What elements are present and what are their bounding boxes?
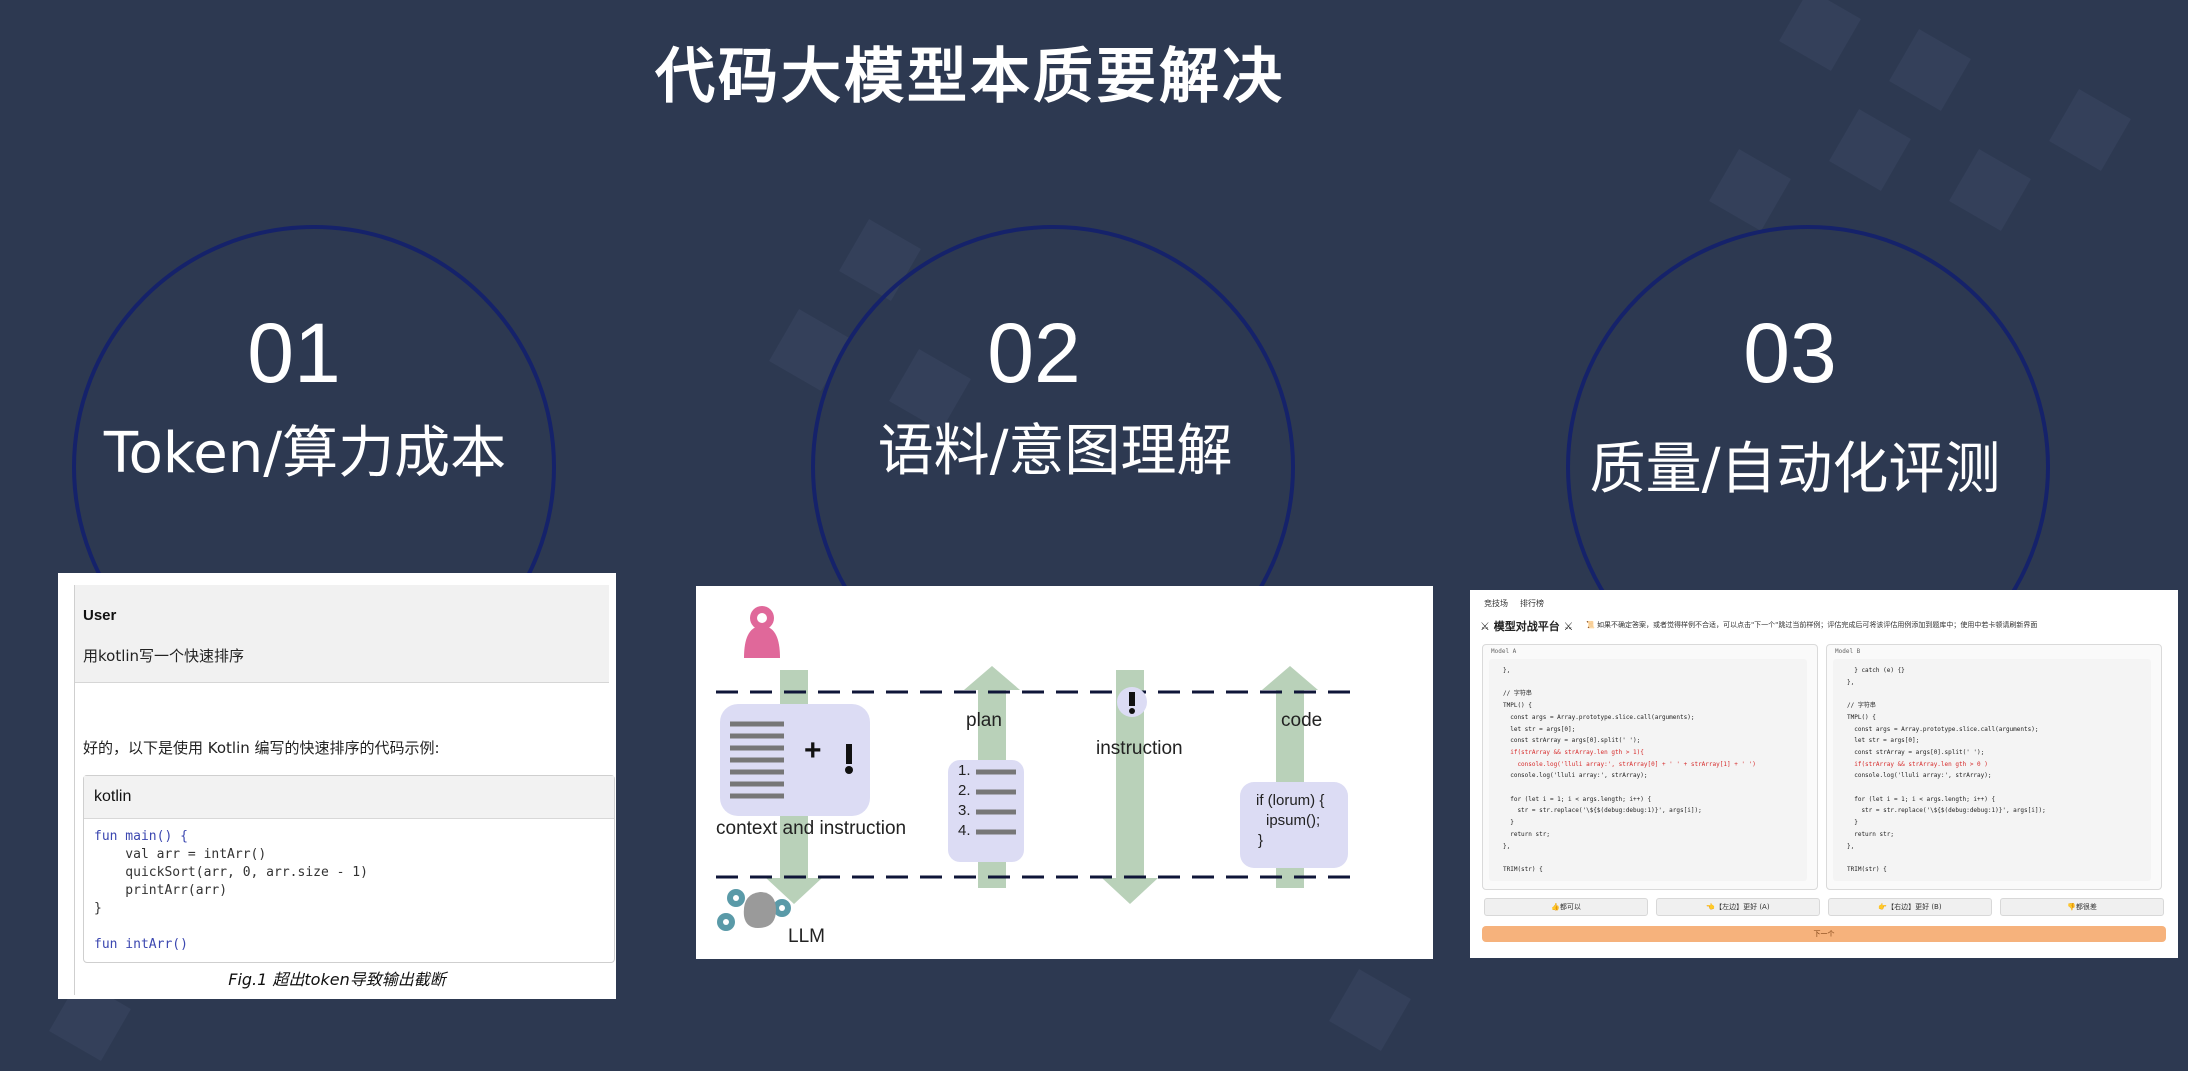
right-better-button[interactable]: 👉【右边】更好 (B) bbox=[1828, 898, 1992, 916]
model-b-label: Model B bbox=[1835, 648, 1861, 655]
user-message-box: User 用kotlin写一个快速排序 bbox=[75, 585, 609, 683]
code-line: console.log('lluli array:', strArray); bbox=[1847, 772, 1992, 780]
code-line: return str; bbox=[1503, 830, 1550, 838]
code-line: const strArray = args[0].split(' '); bbox=[1847, 748, 1985, 756]
code-line: console.log('lluli array:', strArray[0] … bbox=[1503, 760, 1756, 768]
code-content: fun main() { val arr = intArr() quickSor… bbox=[94, 828, 368, 954]
next-button[interactable]: 下一个 bbox=[1482, 926, 2166, 942]
code-line-3: quickSort(arr, 0, arr.size - 1) bbox=[94, 865, 368, 880]
code-line: TMPL() { bbox=[1847, 713, 1876, 721]
llm-gear-icon bbox=[717, 889, 791, 931]
code-block: kotlin fun main() { val arr = intArr() q… bbox=[83, 775, 615, 963]
chat-screenshot-panel: User 用kotlin写一个快速排序 好的，以下是使用 Kotlin 编写的快… bbox=[58, 573, 616, 999]
label-plan: plan bbox=[966, 710, 1002, 731]
arena-title: ⚔ 模型对战平台 ⚔ bbox=[1480, 620, 1574, 633]
model-arena-panel: 竞技场 排行榜 ⚔ 模型对战平台 ⚔ 📜 如果不确定答案，或者觉得样例不合适，可… bbox=[1470, 590, 2178, 958]
code-line: } bbox=[1503, 819, 1514, 827]
label-llm: LLM bbox=[788, 926, 825, 947]
code-line-5: } bbox=[94, 901, 102, 916]
model-a-code: }, // 字符串 TMPL() { const args = Array.pr… bbox=[1489, 659, 1807, 881]
model-b-code: } catch (e) {} }, // 字符串 TMPL() { const … bbox=[1833, 659, 2151, 881]
code-line: TRIM(str) { bbox=[1847, 865, 1887, 873]
label-code: code bbox=[1281, 710, 1323, 731]
both-good-button[interactable]: 👍都可以 bbox=[1484, 898, 1648, 916]
plan-item-2: 2. bbox=[958, 782, 971, 799]
answer-intro: 好的，以下是使用 Kotlin 编写的快速排序的代码示例: bbox=[83, 739, 440, 757]
code-line-7: fun intArr() bbox=[94, 937, 188, 952]
plan-item-1: 1. bbox=[958, 762, 971, 779]
code-line: }, bbox=[1503, 667, 1511, 674]
item-label-3: 质量/自动化评测 bbox=[1589, 437, 2001, 502]
plan-item-4: 4. bbox=[958, 822, 971, 839]
code-line: for (let i = 1; i < args.length; i++) { bbox=[1503, 795, 1652, 803]
model-a-code-text: }, // 字符串 TMPL() { const args = Array.pr… bbox=[1503, 665, 1756, 876]
code-block-line-3: } bbox=[1258, 832, 1264, 849]
item-number-2: 02 bbox=[987, 306, 1081, 400]
code-line: }, bbox=[1847, 842, 1855, 850]
item-number-3: 03 bbox=[1743, 306, 1837, 400]
code-line: const args = Array.prototype.slice.call(… bbox=[1847, 725, 2039, 733]
code-line: }, bbox=[1503, 842, 1511, 850]
code-line: let str = args[0]; bbox=[1847, 737, 1920, 745]
left-better-button[interactable]: 👈【左边】更好 (A) bbox=[1656, 898, 1820, 916]
tab-arena[interactable]: 竞技场 bbox=[1484, 599, 1508, 608]
code-line: console.log('lluli array:', strArray); bbox=[1503, 772, 1648, 780]
code-language: kotlin bbox=[94, 788, 132, 805]
code-line: }, bbox=[1847, 678, 1855, 686]
code-line: if(strArray && strArray.len gth > 1){ bbox=[1503, 748, 1644, 756]
code-line: TRIM(str) { bbox=[1503, 865, 1543, 873]
code-line: let str = args[0]; bbox=[1503, 725, 1576, 733]
model-a-label: Model A bbox=[1491, 648, 1517, 655]
user-label: User bbox=[83, 607, 117, 624]
model-a-panel: Model A }, // 字符串 TMPL() { const args = … bbox=[1482, 644, 1818, 890]
code-line: } bbox=[1847, 819, 1858, 827]
svg-text:+: + bbox=[804, 734, 822, 767]
code-line-1: fun main() { bbox=[94, 829, 188, 844]
code-line: return str; bbox=[1847, 830, 1894, 838]
slide-title: 代码大模型本质要解决 bbox=[655, 42, 1285, 112]
code-line: const args = Array.prototype.slice.call(… bbox=[1503, 713, 1695, 721]
person-icon bbox=[744, 606, 780, 658]
tab-leaderboard[interactable]: 排行榜 bbox=[1520, 599, 1544, 608]
both-bad-button[interactable]: 👎都很差 bbox=[2000, 898, 2164, 916]
plan-item-3: 3. bbox=[958, 802, 971, 819]
model-b-panel: Model B } catch (e) {} }, // 字符串 TMPL() … bbox=[1826, 644, 2162, 890]
code-line: // 字符串 bbox=[1503, 690, 1532, 698]
item-number-1: 01 bbox=[247, 306, 341, 400]
code-block-line-1: if (lorum) { bbox=[1256, 792, 1325, 809]
code-line-2: val arr = intArr() bbox=[94, 847, 267, 862]
item-label-1: Token/算力成本 bbox=[103, 421, 507, 486]
code-block-header: kotlin bbox=[84, 776, 614, 819]
code-line: for (let i = 1; i < args.length; i++) { bbox=[1847, 795, 1996, 803]
code-line: str = str.replace('\${$(debug:debug:1)}'… bbox=[1503, 807, 1702, 815]
code-line-4: printArr(arr) bbox=[94, 883, 228, 898]
diagram-graphic: + bbox=[716, 606, 1356, 931]
code-block-line-2: ipsum(); bbox=[1266, 812, 1321, 829]
code-line: const strArray = args[0].split(' '); bbox=[1503, 737, 1641, 745]
figure-caption: Fig.1 超出token导致输出截断 bbox=[228, 970, 446, 989]
user-message: 用kotlin写一个快速排序 bbox=[83, 647, 245, 665]
label-instruction: instruction bbox=[1096, 738, 1183, 759]
arena-note: 📜 如果不确定答案，或者觉得样例不合适，可以点击"下一个"跳过当前样例；评估完成… bbox=[1586, 621, 2038, 629]
code-line: if(strArray && strArray.len gth > 0 ) bbox=[1847, 760, 1988, 768]
llm-diagram-panel: + context and instruction plan instructi… bbox=[696, 586, 1433, 959]
code-line: str = str.replace('\${$(debug:debug:1)}'… bbox=[1847, 807, 2046, 815]
label-context: context and instruction bbox=[716, 818, 907, 839]
model-b-code-text: } catch (e) {} }, // 字符串 TMPL() { const … bbox=[1847, 665, 2046, 876]
code-line: TMPL() { bbox=[1503, 702, 1532, 710]
code-line: // 字符串 bbox=[1847, 702, 1876, 710]
chat-container: User 用kotlin写一个快速排序 好的，以下是使用 Kotlin 编写的快… bbox=[74, 585, 615, 995]
code-line: } catch (e) {} bbox=[1847, 667, 1905, 674]
item-label-2: 语料/意图理解 bbox=[877, 419, 1233, 484]
